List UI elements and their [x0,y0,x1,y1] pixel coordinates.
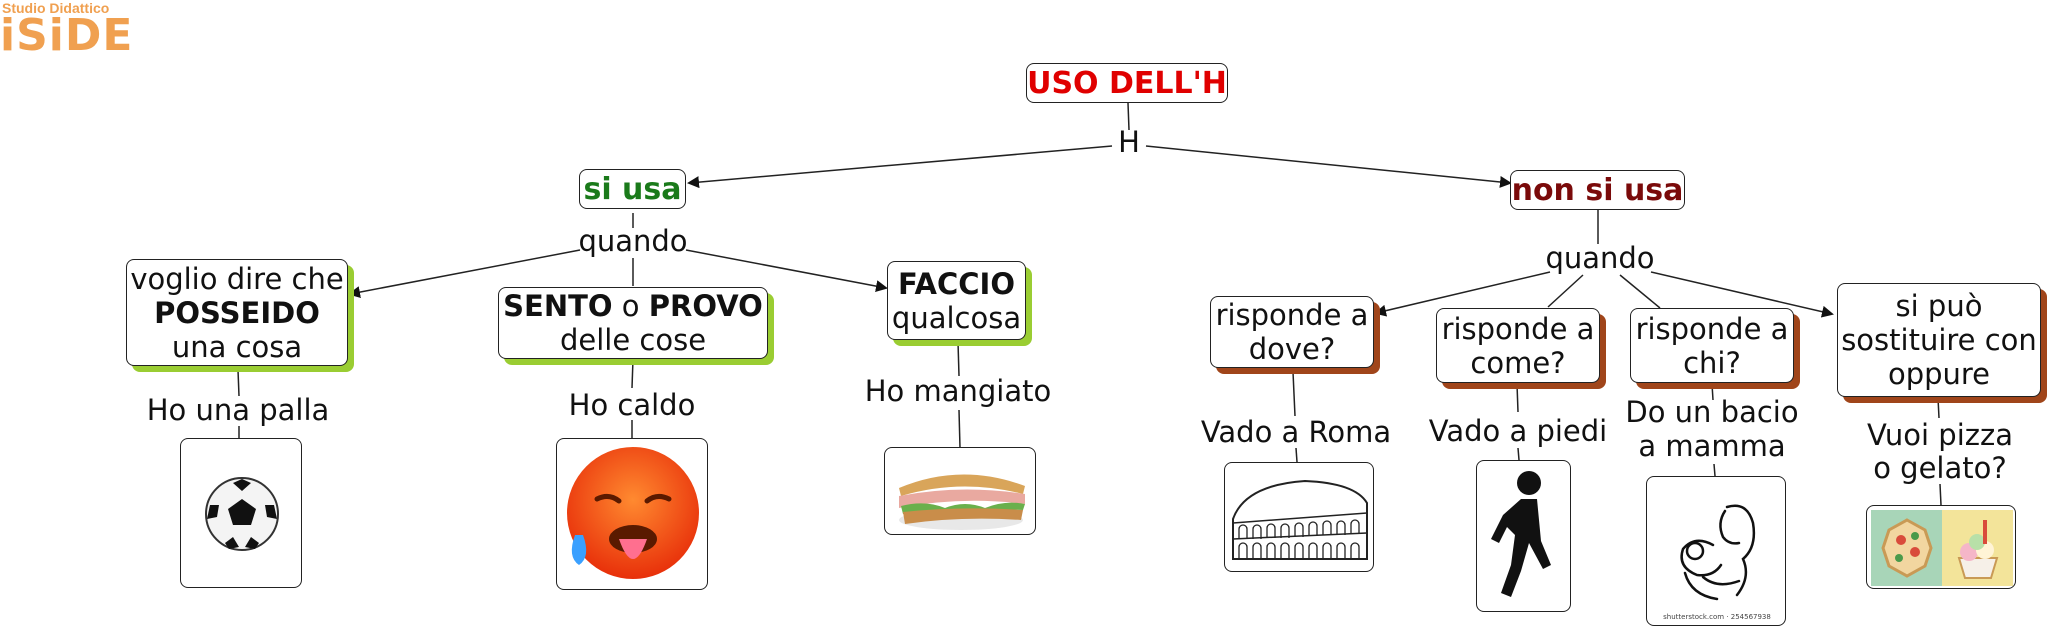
example-vuoi-pizza-line2: o gelato? [1873,451,2007,485]
example-do-un-bacio-line1: Do un bacio [1625,395,1799,429]
example-ho-una-palla: Ho una palla [146,393,330,427]
image-box-colosseum [1224,462,1374,572]
logo-subtitle: Studio Didattico [2,0,110,16]
image-watermark-caption: shutterstock.com · 254567938 [1663,613,1771,621]
case-faccio-line2: qualcosa [891,300,1022,335]
pizza-gelato-icon [1871,510,2013,586]
example-vuoi-pizza-line1: Vuoi pizza [1867,418,2013,452]
walking-person-icon [1491,471,1551,597]
case-sento-provo-node: SENTO o PROVO delle cose [498,287,768,359]
case-dove-line2: dove? [1248,332,1336,366]
example-do-un-bacio-line2: a mamma [1638,429,1786,463]
logo-wordmark: iSiDE [0,10,134,61]
case-chi-line1: risponde a [1635,311,1789,346]
image-box-sandwich [884,447,1036,535]
root-node: USO DELL'H [1026,63,1228,103]
emph-sento: SENTO [503,289,613,323]
image-box-pizza-gelato [1866,505,2016,589]
case-faccio-node: FACCIO qualcosa [887,261,1026,340]
mother-child-icon [1680,504,1756,601]
case-possiedo-line3: una cosa [171,329,303,364]
case-chi-node: risponde a chi? [1630,308,1794,383]
case-possiedo-line2: POSSEIDO [154,295,320,330]
image-box-hot-face [556,438,708,590]
root-title: USO DELL'H [1027,65,1227,101]
case-dove-line1: risponde a [1215,298,1369,332]
root-link-label: H [1118,125,1140,159]
case-oppure-node: si può sostituire con oppure [1837,283,2041,397]
case-come-line1: risponde a [1441,311,1595,346]
case-possiedo-node: voglio dire che POSSEIDO una cosa [126,259,348,366]
hot-face-emoji-icon [567,447,699,579]
case-sento-provo-line1: SENTO o PROVO [503,289,763,323]
image-box-mother-child: shutterstock.com · 254567938 [1646,476,1786,626]
example-vado-a-roma: Vado a Roma [1200,415,1392,449]
emph-provo: PROVO [648,289,763,323]
case-sento-provo-line2: delle cose [559,323,707,357]
si-usa-link-label: quando [578,224,688,258]
si-usa-node: si usa [579,169,686,209]
word-o: o [612,289,649,323]
case-chi-line2: chi? [1683,345,1741,380]
case-faccio-line1: FACCIO [898,266,1015,301]
case-dove-node: risponde a dove? [1210,296,1374,368]
non-si-usa-link-label: quando [1545,241,1655,275]
soccer-ball-icon [205,477,279,551]
si-usa-title: si usa [583,171,682,207]
image-box-walking [1476,460,1571,612]
example-ho-caldo: Ho caldo [568,388,696,422]
example-ho-mangiato: Ho mangiato [864,374,1052,408]
sandwich-icon [899,474,1025,530]
case-oppure-line2: sostituire con [1841,323,2037,357]
colosseum-icon [1232,479,1368,560]
case-oppure-line3: oppure [1887,357,1991,391]
case-oppure-line1: si può [1895,289,1983,323]
case-possiedo-line1: voglio dire che [130,261,344,296]
non-si-usa-node: non si usa [1510,170,1685,210]
non-si-usa-title: non si usa [1511,172,1684,208]
case-come-line2: come? [1470,345,1566,380]
example-vado-a-piedi: Vado a piedi [1428,414,1608,448]
case-come-node: risponde a come? [1436,308,1600,383]
image-box-ball [180,438,302,588]
studio-iside-logo: Studio Didattico iSiDE [0,0,132,62]
